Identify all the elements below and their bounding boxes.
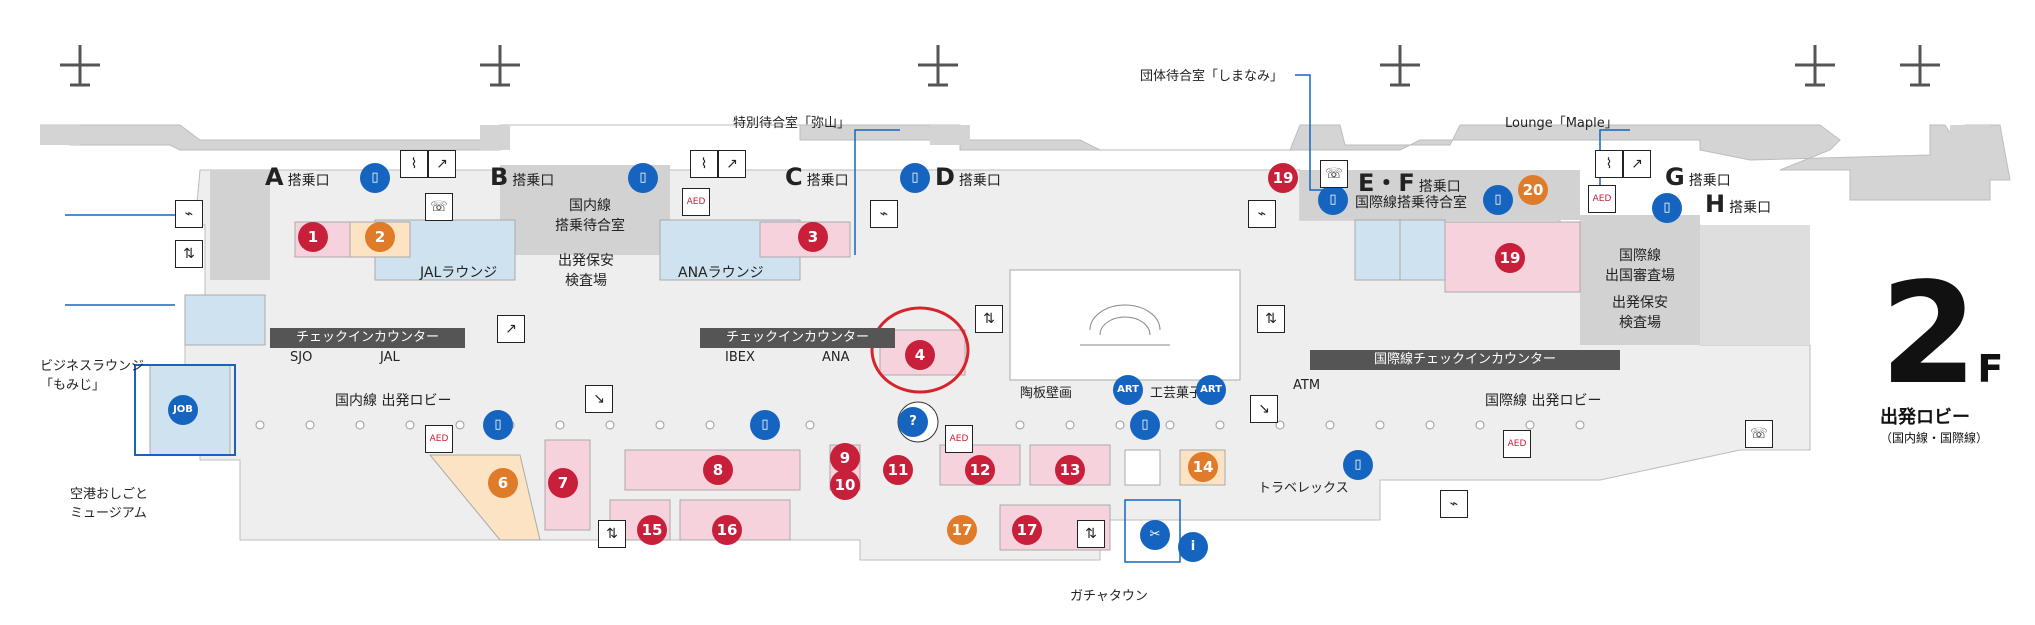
- counter-sjo: SJO: [290, 350, 313, 365]
- elevator-icon: ⇅: [975, 305, 1003, 333]
- job-icon: JOB: [168, 395, 198, 425]
- stairs-icon: ⌇: [400, 150, 428, 178]
- shop-13[interactable]: 13: [1055, 455, 1085, 485]
- airport-work-museum: 空港おしごと ミュージアム: [70, 487, 149, 521]
- elevator-icon: ⇅: [1257, 305, 1285, 333]
- travelex: トラベレックス: [1258, 481, 1349, 496]
- information-icon[interactable]: ?: [898, 407, 928, 437]
- aed-icon: AED: [425, 425, 453, 453]
- special-waiting-room: 特別待合室「弥山」: [733, 116, 851, 131]
- checkin-counter-international: 国際線チェックインカウンター: [1310, 350, 1620, 370]
- checkin-counter-domestic-right: チェックインカウンター: [700, 328, 895, 348]
- intl-immigration: 国際線 出国審査場: [1605, 248, 1675, 284]
- smoking-room-icon: ⌁: [870, 200, 898, 228]
- art-icon-crafts: ART: [1196, 375, 1226, 405]
- counter-ibex: IBEX: [725, 350, 755, 365]
- domestic-departure-lobby: 国内線 出発ロビー: [335, 393, 452, 409]
- phone-icon: ☏: [1320, 160, 1348, 188]
- gacha-town: ガチャタウン: [1070, 589, 1148, 604]
- ana-lounge: ANAラウンジ: [678, 265, 764, 281]
- shop-7[interactable]: 7: [548, 468, 578, 498]
- escalator-icon: ↘: [1250, 395, 1278, 423]
- smartphone-charger-icon: ▯: [628, 163, 658, 193]
- smartphone-charger-icon: ▯: [750, 410, 780, 440]
- group-waiting-room: 団体待合室「しまなみ」: [1140, 69, 1284, 84]
- escalator-icon: ↗: [428, 150, 456, 178]
- shop-17[interactable]: 17: [1012, 515, 1042, 545]
- info-i-icon[interactable]: i: [1178, 532, 1208, 562]
- shop-17-orange[interactable]: 17: [947, 515, 977, 545]
- shop-9[interactable]: 9: [830, 443, 860, 473]
- airplane-icons: [60, 45, 1940, 87]
- gacha-icon: ✂: [1140, 520, 1170, 550]
- intl-waiting-room: 国際線搭乗待合室: [1355, 195, 1467, 211]
- escalator-icon: ↗: [497, 315, 525, 343]
- aed-icon: AED: [945, 425, 973, 453]
- lounge-maple: Lounge「Maple」: [1505, 116, 1618, 131]
- shop-11[interactable]: 11: [883, 455, 913, 485]
- intl-departure-lobby: 国際線 出発ロビー: [1485, 393, 1602, 409]
- smartphone-charger-icon: ▯: [900, 163, 930, 193]
- highlight-ring: [870, 306, 970, 394]
- shop-16[interactable]: 16: [712, 515, 742, 545]
- stairs-icon: ⌇: [1595, 150, 1623, 178]
- phone-icon: ☏: [1745, 420, 1773, 448]
- escalator-icon: ↗: [1623, 150, 1651, 178]
- smartphone-charger-icon: ▯: [483, 410, 513, 440]
- smoking-room-icon: ⌁: [175, 200, 203, 228]
- shop-3[interactable]: 3: [798, 222, 828, 252]
- stairs-icon: ⌇: [690, 150, 718, 178]
- atm: ATM: [1293, 378, 1321, 393]
- escalator-icon: ↗: [718, 150, 746, 178]
- shop-8[interactable]: 8: [703, 455, 733, 485]
- shop-6[interactable]: 6: [488, 468, 518, 498]
- security-checkpoint: 出発保安 検査場: [558, 253, 614, 289]
- jal-lounge: JALラウンジ: [420, 265, 498, 281]
- art-icon-ceramic: ART: [1113, 375, 1143, 405]
- smartphone-charger-icon: ▯: [1318, 185, 1348, 215]
- shop-10[interactable]: 10: [830, 470, 860, 500]
- elevator-icon: ⇅: [598, 520, 626, 548]
- smartphone-charger-icon: ▯: [1343, 450, 1373, 480]
- aed-icon: AED: [1503, 430, 1531, 458]
- smartphone-charger-icon: ▯: [1130, 410, 1160, 440]
- checkin-counter-domestic-left: チェックインカウンター: [270, 328, 465, 348]
- shop-19[interactable]: 19: [1495, 243, 1525, 273]
- smoking-room-icon: ⌁: [1440, 490, 1468, 518]
- elevator-icon: ⇅: [1077, 520, 1105, 548]
- shop-1[interactable]: 1: [298, 222, 328, 252]
- phone-icon: ☏: [425, 193, 453, 221]
- ceramic-mural: 陶板壁画: [1020, 386, 1073, 401]
- counter-jal: JAL: [380, 350, 400, 365]
- smartphone-charger-icon: ▯: [1483, 185, 1513, 215]
- escalator-icon: ↘: [585, 385, 613, 413]
- business-lounge-momiji: ビジネスラウンジ 「もみじ」: [40, 359, 145, 393]
- shop-15[interactable]: 15: [637, 515, 667, 545]
- shop-14[interactable]: 14: [1188, 452, 1218, 482]
- smartphone-charger-icon: ▯: [1652, 193, 1682, 223]
- shop-12[interactable]: 12: [965, 455, 995, 485]
- elevator-icon: ⇅: [175, 240, 203, 268]
- shop-4[interactable]: 4: [905, 340, 935, 370]
- counter-ana: ANA: [822, 350, 850, 365]
- domestic-waiting-room: 国内線 搭乗待合室: [555, 198, 625, 234]
- smartphone-charger-icon: ▯: [360, 163, 390, 193]
- craft-sweets: 工芸菓子: [1150, 386, 1203, 401]
- shop-19-top[interactable]: 19: [1268, 163, 1298, 193]
- shop-20[interactable]: 20: [1518, 175, 1548, 205]
- aed-icon: AED: [682, 188, 710, 216]
- intl-security-checkpoint: 出発保安 検査場: [1612, 295, 1668, 331]
- floor-indicator: 2F 出発ロビー （国内線・国際線）: [1880, 253, 2004, 446]
- aed-icon: AED: [1588, 185, 1616, 213]
- smoking-room-icon: ⌁: [1248, 200, 1276, 228]
- shop-2[interactable]: 2: [365, 222, 395, 252]
